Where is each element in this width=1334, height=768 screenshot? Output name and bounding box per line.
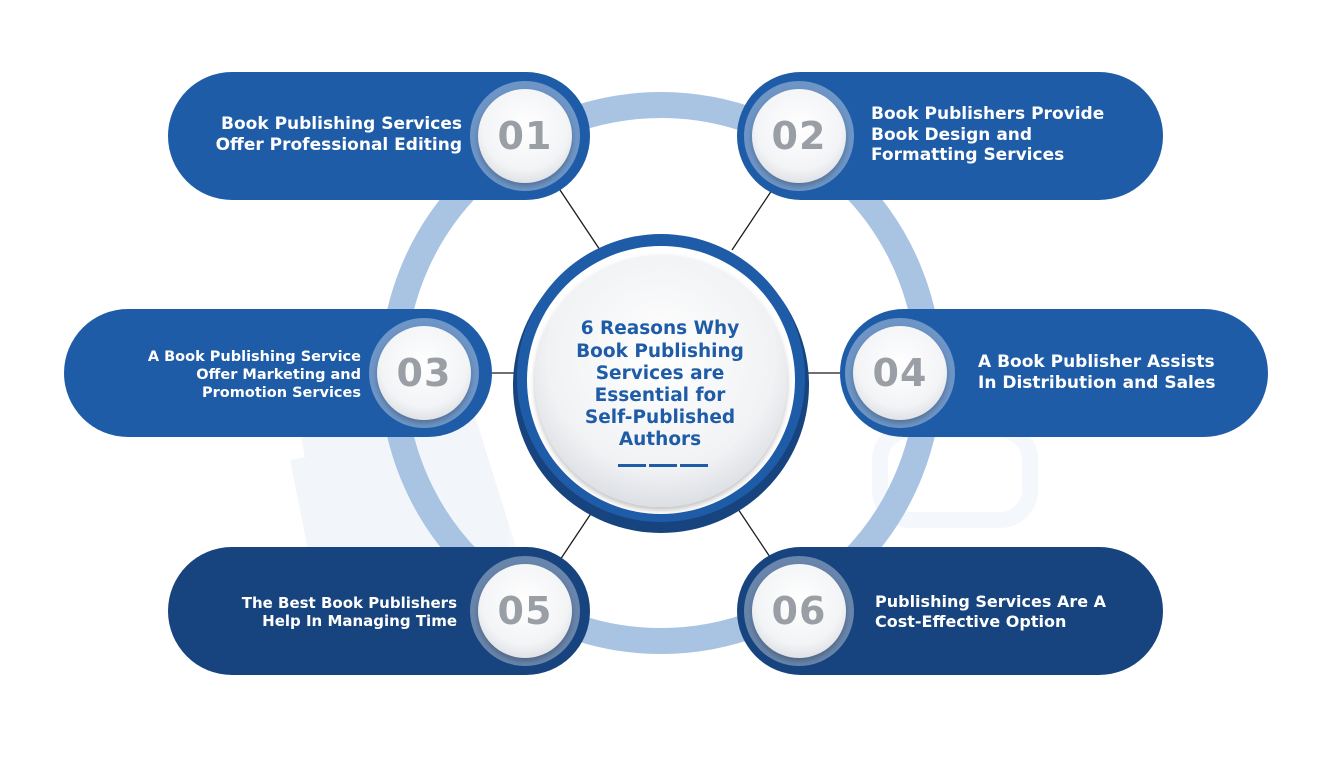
number-circle-02 <box>744 81 854 191</box>
reason-02-line-1: Book Publishers Provide <box>871 103 1105 124</box>
pill-06 <box>737 547 1163 675</box>
reason-01-text: Book Publishing Services Offer Professio… <box>170 100 462 170</box>
reason-03-text: A Book Publishing Service Offer Marketin… <box>80 338 361 414</box>
reason-06-number: 06 <box>771 589 827 633</box>
reason-02-text: Book Publishers Provide Book Design and … <box>871 100 1151 170</box>
reason-01-line-2: Offer Professional Editing <box>215 135 462 155</box>
reason-02-line-2: Book Design and <box>871 124 1033 145</box>
number-circle-01 <box>470 81 580 191</box>
title-underline <box>618 464 708 467</box>
reason-06-line-2: Cost-Effective Option <box>875 612 1067 631</box>
number-circle-03 <box>369 318 479 428</box>
center-hub <box>513 234 809 533</box>
reason-01-line-1: Book Publishing Services <box>221 114 462 135</box>
reason-03-number: 03 <box>396 351 452 395</box>
reason-02-line-3: Formatting Services <box>871 145 1065 166</box>
reason-05-number: 05 <box>497 589 553 633</box>
number-circle-04 <box>845 318 955 428</box>
pill-01 <box>168 72 590 200</box>
center-title-line-1: 6 Reasons Why <box>580 318 740 340</box>
reason-03-line-3: Promotion Services <box>202 384 361 401</box>
reason-03-line-1: A Book Publishing Service <box>147 349 361 366</box>
center-title-line-5: Self-Published <box>584 407 736 429</box>
number-circle-05 <box>470 556 580 666</box>
reason-06-line-1: Publishing Services Are A <box>875 592 1107 612</box>
reason-02-number: 02 <box>771 114 827 158</box>
number-circle-06 <box>744 556 854 666</box>
pill-02 <box>737 72 1163 200</box>
center-title-line-2: Book Publishing <box>576 340 744 362</box>
center-title: 6 Reasons Why Book Publishing Services a… <box>540 300 780 470</box>
reason-03-line-2: Offer Marketing and <box>196 367 361 384</box>
reason-04-line-2: In Distribution and Sales <box>978 373 1216 393</box>
reason-01-number: 01 <box>497 114 553 158</box>
reason-04-number: 04 <box>872 351 928 395</box>
pill-05 <box>168 547 590 675</box>
reason-05-line-2: Help In Managing Time <box>262 612 457 630</box>
pill-03 <box>64 309 492 437</box>
center-title-line-6: Authors <box>618 429 702 451</box>
center-title-line-3: Services are <box>595 362 725 384</box>
reason-05-line-1: The Best Book Publishers <box>241 593 457 612</box>
reason-04-line-1: A Book Publisher Assists <box>978 352 1215 373</box>
pill-04 <box>840 309 1268 437</box>
center-title-line-4: Essential for <box>594 385 726 406</box>
reason-04-text: A Book Publisher Assists In Distribution… <box>978 338 1258 408</box>
reason-06-text: Publishing Services Are A Cost-Effective… <box>875 577 1155 647</box>
reason-05-text: The Best Book Publishers Help In Managin… <box>180 577 457 647</box>
